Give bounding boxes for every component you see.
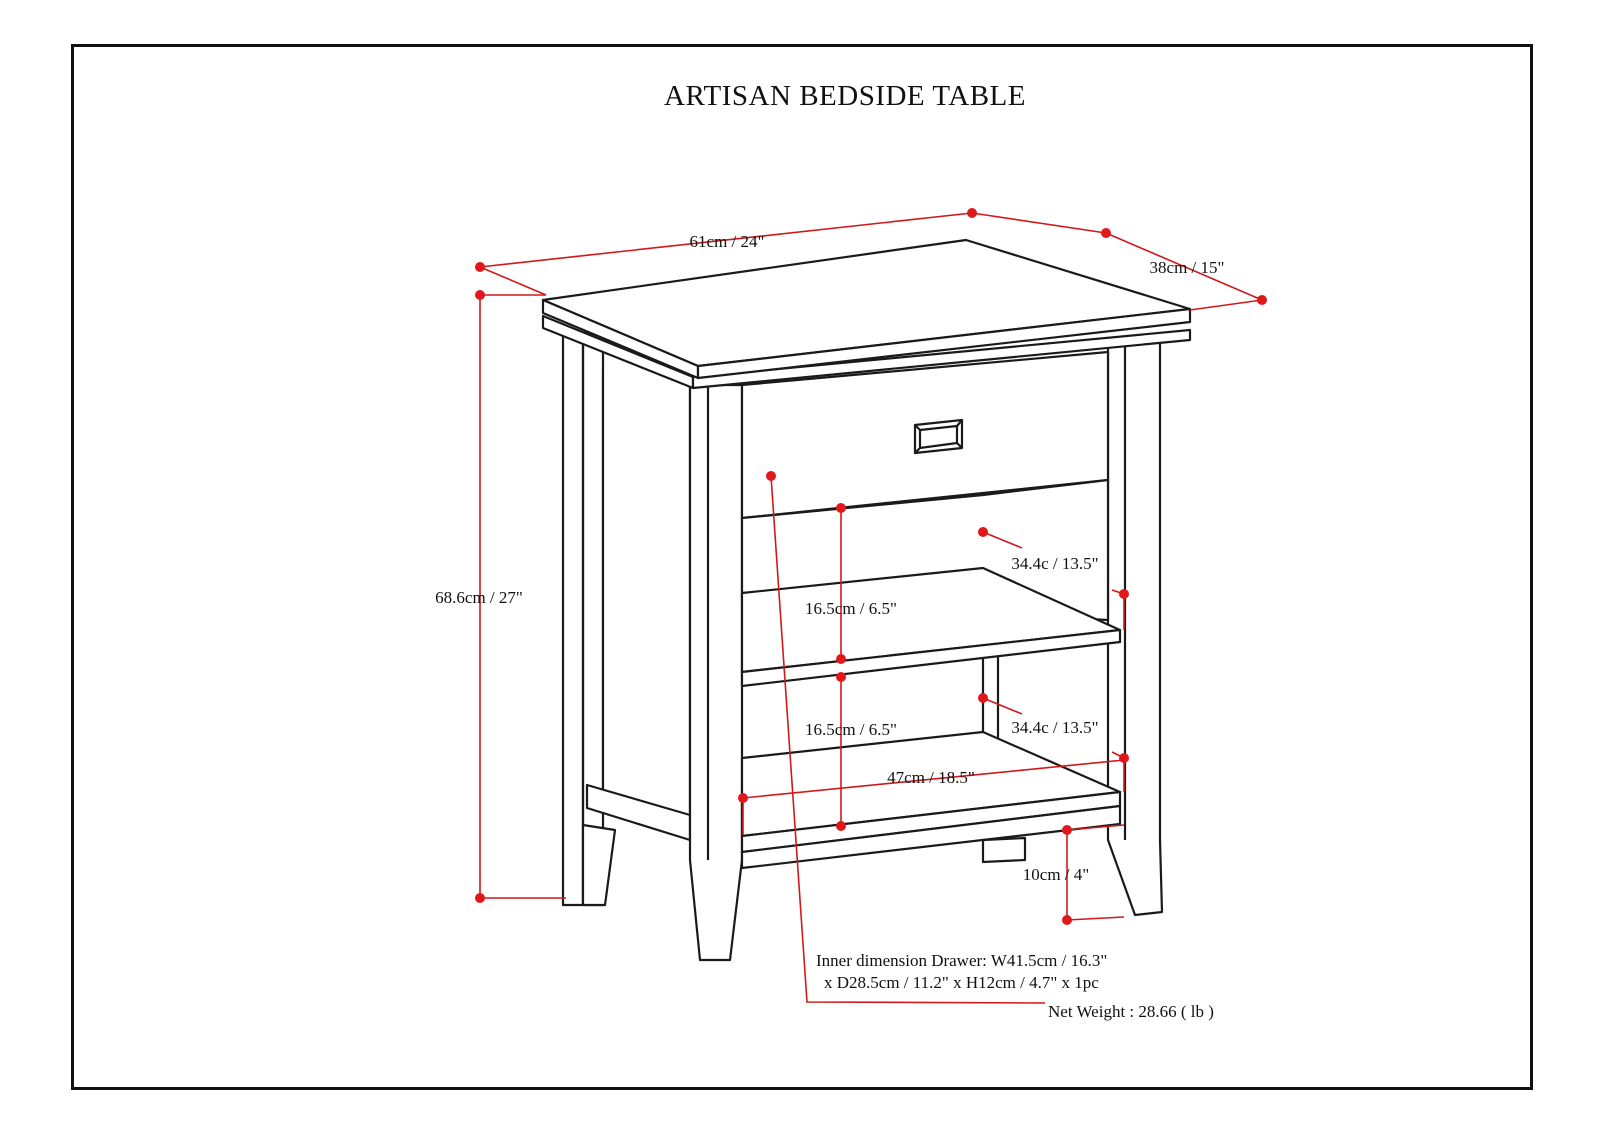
dimension-depth: 38cm / 15" xyxy=(971,212,1267,311)
dimension-clearance: 10cm / 4" xyxy=(1023,824,1125,925)
diagram-frame xyxy=(71,44,1533,1090)
bedside-table xyxy=(541,238,1192,962)
height-label: 68.6cm / 27" xyxy=(435,588,523,607)
width-label: 61cm / 24" xyxy=(690,232,765,251)
dimension-height: 68.6cm / 27" xyxy=(435,290,566,903)
lower-shelf-depth-label: 34.4c / 13.5" xyxy=(1011,718,1098,737)
table-top xyxy=(541,238,1192,380)
dimension-upper-shelf-depth: 34.4c / 13.5" xyxy=(978,527,1129,630)
lower-shelf xyxy=(740,730,1122,854)
dimension-lower-shelf-depth: 34.4c / 13.5" xyxy=(978,693,1129,792)
dimension-upper-opening: 16.5cm / 6.5" xyxy=(805,503,897,664)
upper-shelf-depth-label: 34.4c / 13.5" xyxy=(1011,554,1098,573)
drawer-leader-line xyxy=(766,471,1046,1004)
upper-opening-label: 16.5cm / 6.5" xyxy=(805,599,897,618)
top-apron xyxy=(541,314,1192,390)
clearance-label: 10cm / 4" xyxy=(1023,865,1089,884)
dimension-lower-opening: 16.5cm / 6.5" xyxy=(805,672,897,831)
bottom-apron xyxy=(740,804,1122,870)
depth-label: 38cm / 15" xyxy=(1150,258,1225,277)
right-front-leg xyxy=(1106,336,1164,917)
dimension-shelf-width: 47cm / 18.5" xyxy=(738,759,1125,835)
diagram-title: ARTISAN BEDSIDE TABLE xyxy=(664,80,1026,112)
drawer-dimension-note-line2: x D28.5cm / 11.2" x H12cm / 4.7" x 1pc xyxy=(824,973,1099,992)
left-side-panel xyxy=(601,348,692,822)
net-weight-note: Net Weight : 28.66 ( lb ) xyxy=(1048,1002,1214,1021)
lower-opening-label: 16.5cm / 6.5" xyxy=(805,720,897,739)
back-left-foot xyxy=(581,823,617,907)
dimension-width: 61cm / 24" xyxy=(475,208,977,296)
drawer-pull xyxy=(913,418,964,455)
back-right-foot xyxy=(981,836,1027,864)
drawer-dimension-note-line1: Inner dimension Drawer: W41.5cm / 16.3" xyxy=(816,951,1107,970)
upper-shelf xyxy=(740,566,1122,688)
shelf-width-label: 47cm / 18.5" xyxy=(887,768,975,787)
back-left-leg xyxy=(561,328,605,907)
front-left-leg xyxy=(688,383,744,962)
